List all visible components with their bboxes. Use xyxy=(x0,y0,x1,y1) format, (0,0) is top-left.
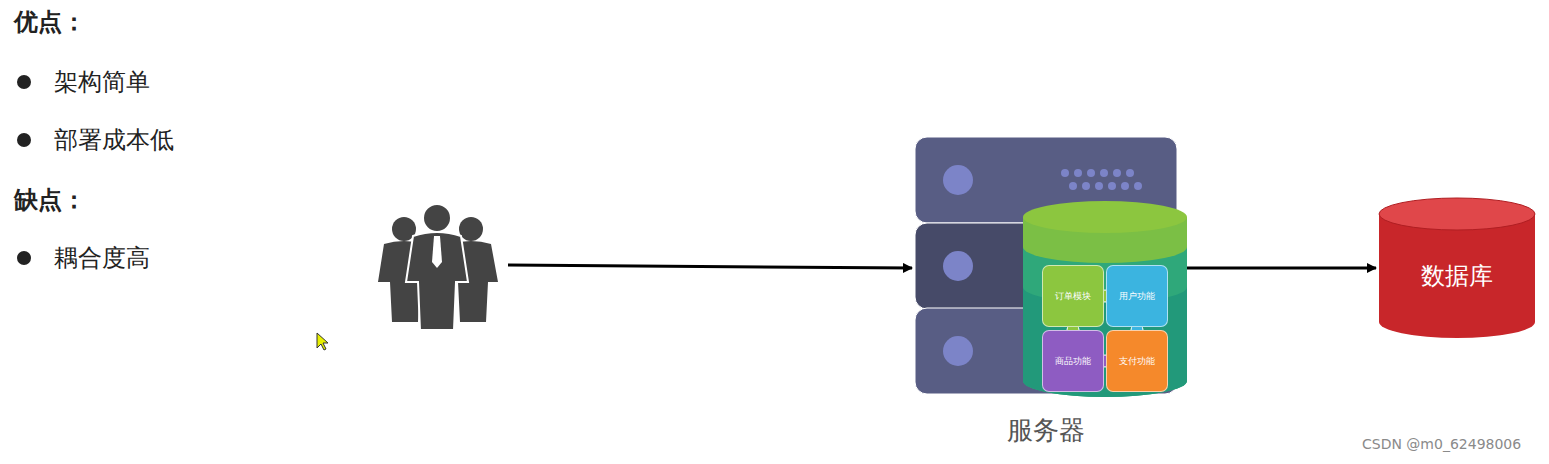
module-label: 支付功能 xyxy=(1119,355,1155,368)
bullet-dot xyxy=(17,133,31,147)
flow-arrow xyxy=(1187,267,1376,270)
puzzle-piece: 订单模块 xyxy=(1042,265,1104,327)
module-label: 商品功能 xyxy=(1055,355,1091,368)
request-arrow xyxy=(508,265,912,268)
module-label: 用户功能 xyxy=(1119,290,1155,303)
puzzle-piece: 用户功能 xyxy=(1106,265,1168,327)
heading-cons: 缺点： xyxy=(14,184,86,216)
bullet-dot xyxy=(17,75,31,89)
bullet-dot xyxy=(17,251,31,265)
bullet-text: 耦合度高 xyxy=(54,242,150,274)
server-label: 服务器 xyxy=(915,413,1177,448)
users-icon xyxy=(378,204,498,330)
heading-pros: 优点： xyxy=(14,6,86,38)
server: 服务器 订单模块 用户功能商品功能 支付功能 xyxy=(915,137,1191,455)
puzzle-piece: 商品功能 xyxy=(1042,330,1104,392)
watermark: CSDN @m0_62498006 xyxy=(1362,436,1521,452)
bullet-text: 架构简单 xyxy=(54,66,150,98)
puzzle-piece: 支付功能 xyxy=(1106,330,1168,392)
database-label: 数据库 xyxy=(1378,260,1536,292)
mouse-cursor xyxy=(317,333,328,350)
bullet-text: 部署成本低 xyxy=(54,124,174,156)
module-label: 订单模块 xyxy=(1055,290,1091,303)
database-cylinder: 数据库 xyxy=(1378,196,1536,340)
